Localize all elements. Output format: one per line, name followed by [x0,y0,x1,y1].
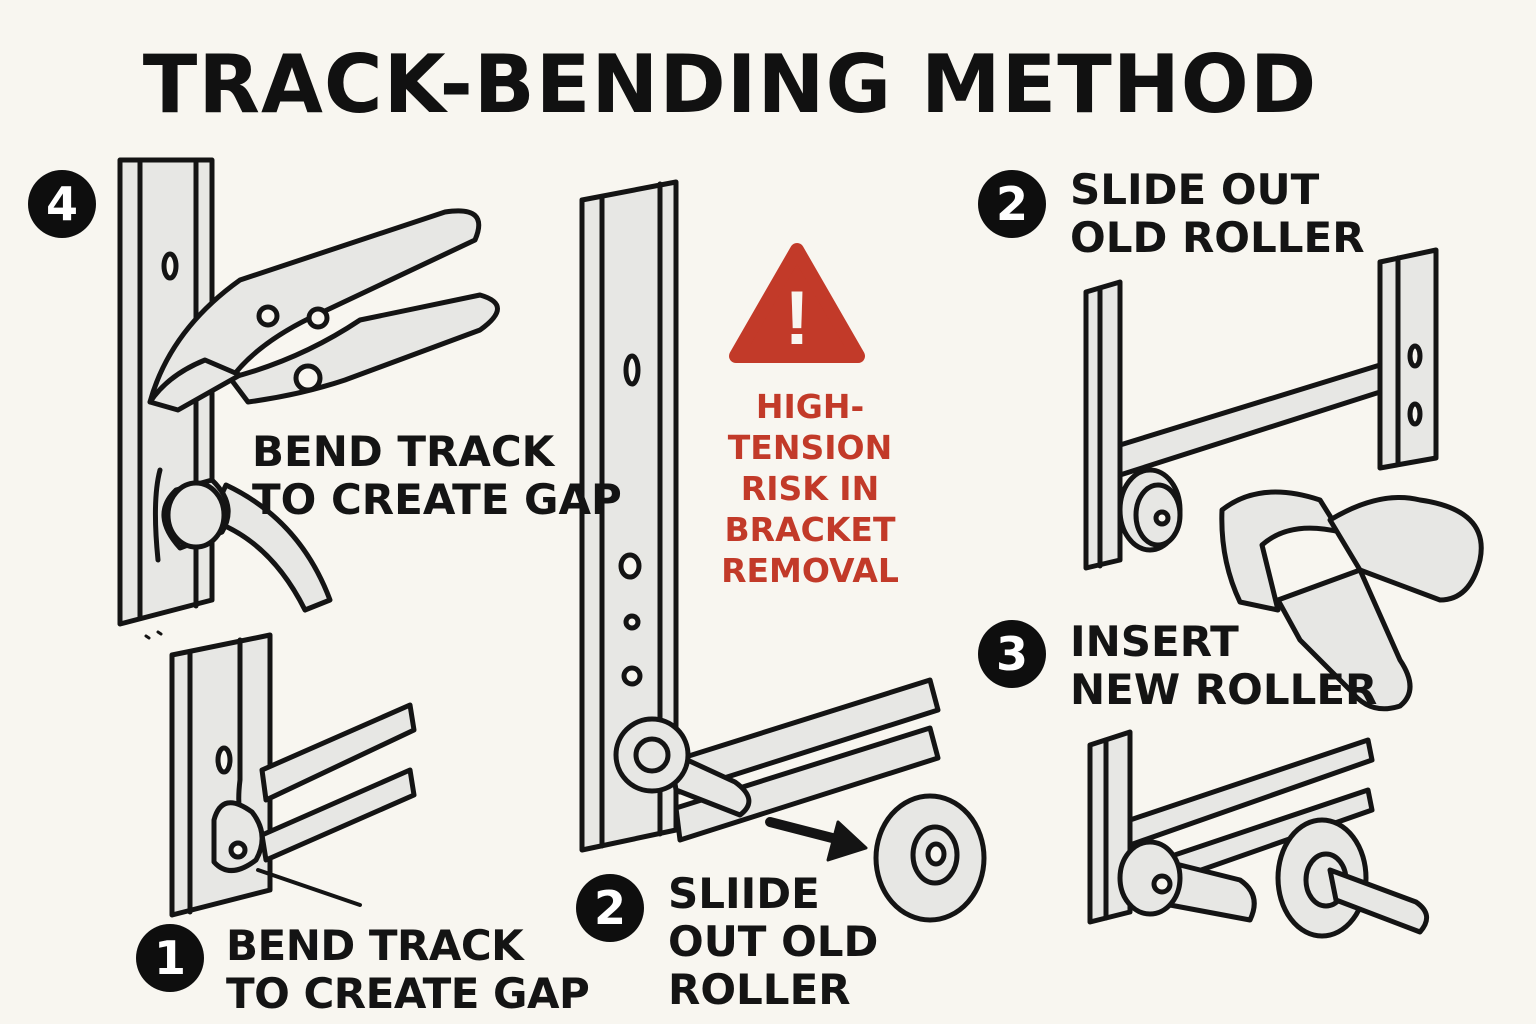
removed-roller-wheel [873,793,987,923]
new-roller-wheel [1275,817,1429,939]
warning-symbol: ! [784,276,809,361]
step-badge-1: 1 [136,924,204,992]
page-title: TRACK-BENDING METHOD [142,38,1318,131]
left-rail-step2-right [1083,279,1123,571]
warning-text: HIGH-TENSION RISK IN BRACKET REMOVAL [721,387,899,590]
debris-marks [144,630,163,640]
horizontal-track-step1 [259,702,417,863]
roller-axle-step3 [1117,839,1257,923]
bent-bracket-step1 [211,800,362,907]
step-label-1: BEND TRACK TO CREATE GAP [226,921,590,1018]
right-rail-step2-right [1377,247,1439,471]
step-label-3: INSERT NEW ROLLER [1070,617,1378,714]
step-label-2-right: SLIDE OUT OLD ROLLER [1070,165,1365,262]
step-label-4: BEND TRACK TO CREATE GAP [252,427,622,524]
step-badge-4: 4 [28,170,96,238]
slide-out-arrow [765,817,868,862]
track-rail-step1 [169,632,273,918]
crossbar-step2-right [1117,362,1383,478]
warning-triangle-icon [729,243,865,363]
locking-pliers-icon [147,208,500,413]
step-badge-2-right: 2 [978,170,1046,238]
roller-shaft-step4 [161,477,333,613]
hammer-icon [1219,489,1484,712]
roller-axle-center [613,716,752,818]
step-label-2-center: SLIIDE OUT OLD ROLLER [668,869,879,1014]
old-roller-step2-right [1117,467,1183,553]
step-badge-3: 3 [978,620,1046,688]
step-badge-2-center: 2 [576,874,644,942]
